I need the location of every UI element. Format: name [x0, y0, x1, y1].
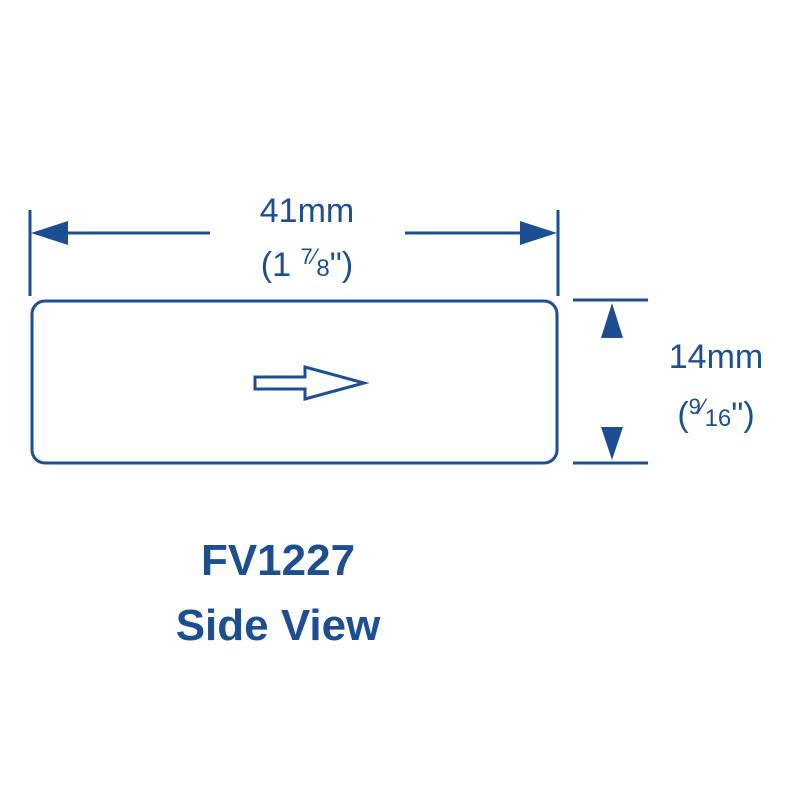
height-imperial-label: (9⁄16")	[677, 394, 754, 434]
right-arrow-icon	[253, 365, 370, 401]
model-title: FV1227	[201, 536, 355, 585]
view-title: Side View	[176, 601, 381, 650]
product-outline	[30, 299, 559, 465]
height-arrowhead-top	[601, 303, 623, 338]
width-metric-label: 41mm	[260, 192, 354, 230]
width-arrowhead-right	[520, 221, 557, 245]
width-arrowhead-left	[31, 221, 68, 245]
width-imperial-label: (1 7⁄8")	[261, 244, 353, 284]
height-arrowhead-bottom	[601, 427, 623, 460]
height-metric-label: 14mm	[669, 338, 763, 376]
